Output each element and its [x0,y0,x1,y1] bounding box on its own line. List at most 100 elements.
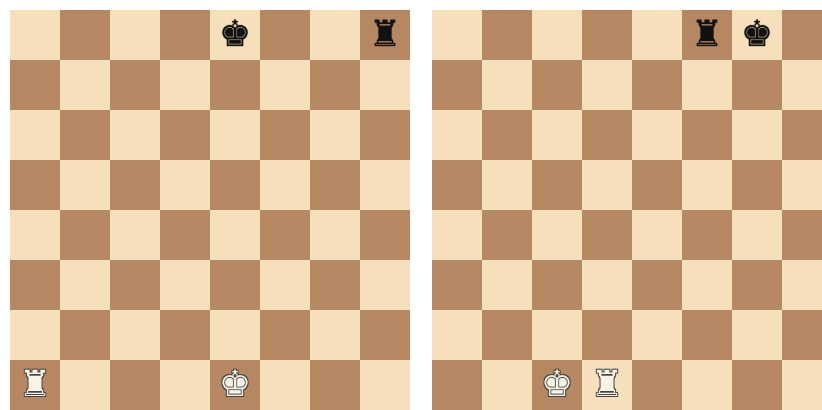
square-d7[interactable] [160,60,210,110]
square-b5[interactable] [60,160,110,210]
square-c7[interactable] [110,60,160,110]
square-c3[interactable] [110,260,160,310]
square-f7[interactable] [260,60,310,110]
square-a6[interactable] [10,110,60,160]
square-e5[interactable] [632,160,682,210]
black-rook-icon[interactable]: ♜ [369,17,401,53]
square-h6[interactable] [360,110,410,160]
square-e5[interactable] [210,160,260,210]
square-a3[interactable] [432,260,482,310]
square-e6[interactable] [632,110,682,160]
square-b5[interactable] [482,160,532,210]
square-h7[interactable] [782,60,822,110]
square-f6[interactable] [260,110,310,160]
square-e8[interactable] [632,10,682,60]
square-b7[interactable] [482,60,532,110]
square-d6[interactable] [160,110,210,160]
square-d2[interactable] [160,310,210,360]
square-g2[interactable] [732,310,782,360]
square-a5[interactable] [432,160,482,210]
white-king-icon[interactable]: ♚ [541,367,573,403]
square-g2[interactable] [310,310,360,360]
square-d7[interactable] [582,60,632,110]
square-f2[interactable] [260,310,310,360]
square-h2[interactable] [360,310,410,360]
square-a2[interactable] [432,310,482,360]
square-e2[interactable] [210,310,260,360]
square-g5[interactable] [310,160,360,210]
square-d6[interactable] [582,110,632,160]
square-b4[interactable] [482,210,532,260]
square-a7[interactable] [10,60,60,110]
square-c6[interactable] [110,110,160,160]
square-c3[interactable] [532,260,582,310]
square-h7[interactable] [360,60,410,110]
square-b4[interactable] [60,210,110,260]
square-e6[interactable] [210,110,260,160]
square-c5[interactable] [532,160,582,210]
square-f2[interactable] [682,310,732,360]
square-c2[interactable] [110,310,160,360]
square-a6[interactable] [432,110,482,160]
square-f3[interactable] [260,260,310,310]
square-g6[interactable] [732,110,782,160]
square-c8[interactable] [110,10,160,60]
square-b6[interactable] [60,110,110,160]
square-f5[interactable] [260,160,310,210]
square-h4[interactable] [782,210,822,260]
square-e8[interactable]: ♚ [210,10,260,60]
square-h8[interactable] [782,10,822,60]
square-d2[interactable] [582,310,632,360]
square-f5[interactable] [682,160,732,210]
square-b6[interactable] [482,110,532,160]
square-g7[interactable] [732,60,782,110]
white-rook-icon[interactable]: ♜ [591,367,623,403]
square-b3[interactable] [482,260,532,310]
square-g3[interactable] [732,260,782,310]
square-b3[interactable] [60,260,110,310]
square-a4[interactable] [10,210,60,260]
square-c5[interactable] [110,160,160,210]
square-d5[interactable] [160,160,210,210]
square-g6[interactable] [310,110,360,160]
black-king-icon[interactable]: ♚ [741,17,773,53]
square-b2[interactable] [482,310,532,360]
square-d3[interactable] [160,260,210,310]
square-e3[interactable] [210,260,260,310]
square-d8[interactable] [160,10,210,60]
square-g4[interactable] [732,210,782,260]
square-e3[interactable] [632,260,682,310]
square-a2[interactable] [10,310,60,360]
square-b8[interactable] [60,10,110,60]
square-c6[interactable] [532,110,582,160]
square-g5[interactable] [732,160,782,210]
square-a8[interactable] [10,10,60,60]
square-e2[interactable] [632,310,682,360]
square-e4[interactable] [632,210,682,260]
square-h8[interactable]: ♜ [360,10,410,60]
square-e7[interactable] [210,60,260,110]
square-h5[interactable] [782,160,822,210]
square-a4[interactable] [432,210,482,260]
square-g8[interactable]: ♚ [732,10,782,60]
square-d3[interactable] [582,260,632,310]
black-rook-icon[interactable]: ♜ [691,17,723,53]
square-d5[interactable] [582,160,632,210]
square-h2[interactable] [782,310,822,360]
square-g7[interactable] [310,60,360,110]
square-f8[interactable]: ♜ [682,10,732,60]
square-b8[interactable] [482,10,532,60]
square-d4[interactable] [160,210,210,260]
square-a8[interactable] [432,10,482,60]
white-king-icon[interactable]: ♚ [219,367,251,403]
square-a3[interactable] [10,260,60,310]
square-c4[interactable] [532,210,582,260]
black-king-icon[interactable]: ♚ [219,17,251,53]
square-h3[interactable] [782,260,822,310]
square-a7[interactable] [432,60,482,110]
square-a5[interactable] [10,160,60,210]
square-h5[interactable] [360,160,410,210]
square-c2[interactable] [532,310,582,360]
square-h4[interactable] [360,210,410,260]
square-e7[interactable] [632,60,682,110]
